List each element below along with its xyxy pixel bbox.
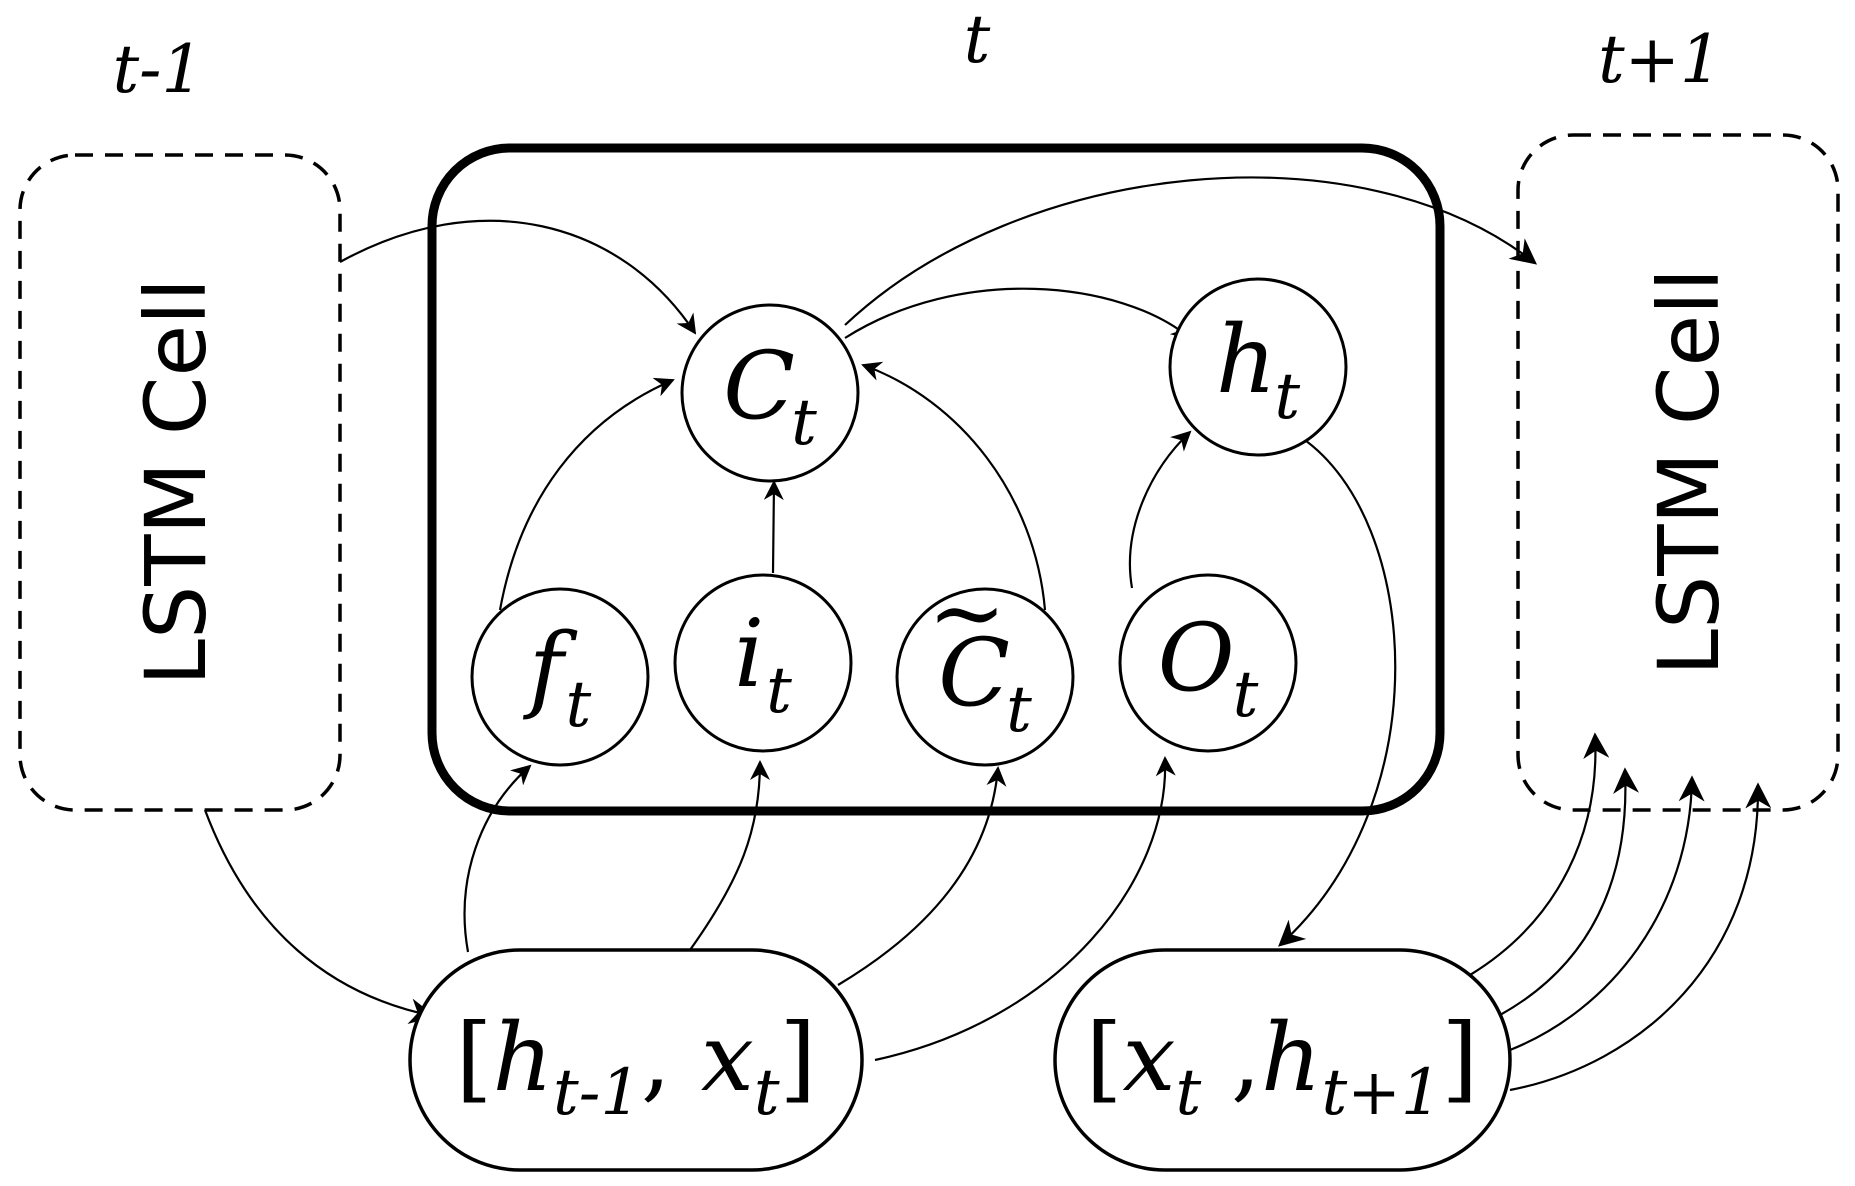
- node-f: ft: [470, 587, 650, 767]
- input-current-label: [ht-1, xt]: [456, 1004, 816, 1130]
- prev-lstm-cell-label: LSTM Cell: [127, 278, 225, 686]
- node-i-label: it: [734, 600, 792, 728]
- node-o-circle: [1118, 573, 1298, 753]
- time-label-next: t+1: [1598, 21, 1722, 98]
- input-next-label: [xt ,ht+1]: [1086, 1004, 1478, 1130]
- edge-input-to-f: [463, 764, 532, 953]
- input-next: [xt ,ht+1]: [1053, 948, 1512, 1172]
- node-c-tilde: ~ Ct: [895, 559, 1075, 767]
- node-c-circle: [680, 303, 860, 483]
- next-lstm-cell-label: LSTM Cell: [1640, 268, 1738, 676]
- node-h: ht: [1168, 277, 1348, 457]
- edge-input-to-ctilde: [837, 766, 1007, 986]
- node-f-circle: [470, 587, 650, 767]
- edge-prev-cell-to-input: [203, 809, 436, 1025]
- time-label-prev: t-1: [113, 31, 204, 108]
- node-i: it: [673, 573, 853, 753]
- node-h-label: ht: [1216, 306, 1301, 434]
- edge-ctilde-to-c: [861, 361, 1047, 611]
- input-next-box: [1053, 948, 1512, 1172]
- edge-next-input-to-next-cell-4: [1509, 782, 1772, 1092]
- edge-c-to-next-cell: [844, 176, 1538, 326]
- edge-c-to-h: [844, 287, 1192, 340]
- node-o-label: Ot: [1158, 604, 1259, 732]
- node-c-label: Ct: [723, 332, 817, 460]
- next-lstm-cell: [1516, 133, 1840, 812]
- edges: [203, 176, 1772, 1092]
- edge-input-to-i: [689, 760, 770, 951]
- node-c-tilde-label: Ct: [938, 619, 1032, 747]
- time-label-current: t: [964, 1, 991, 78]
- edge-next-input-to-next-cell-2: [1499, 767, 1640, 1016]
- input-current-box: [408, 948, 864, 1172]
- edge-i-to-c: [763, 480, 784, 574]
- edge-prev-cell-to-c: [339, 219, 697, 335]
- edge-next-input-to-next-cell-1: [1469, 732, 1610, 976]
- edge-next-input-to-next-cell-3: [1509, 775, 1705, 1052]
- node-c: Ct: [680, 303, 860, 483]
- node-c-tilde-accent: ~: [928, 559, 1007, 668]
- edge-h-to-next-input: [1278, 437, 1397, 947]
- node-h-circle: [1168, 277, 1348, 457]
- node-o: Ot: [1118, 573, 1298, 753]
- input-current: [ht-1, xt]: [408, 948, 864, 1172]
- current-lstm-cell: [427, 143, 1445, 816]
- node-c-tilde-circle: [895, 587, 1075, 767]
- edge-f-to-c: [498, 377, 675, 611]
- prev-lstm-cell: [18, 153, 342, 812]
- edge-input-to-o: [874, 756, 1176, 1062]
- edge-o-to-h: [1128, 430, 1192, 589]
- node-i-circle: [673, 573, 853, 753]
